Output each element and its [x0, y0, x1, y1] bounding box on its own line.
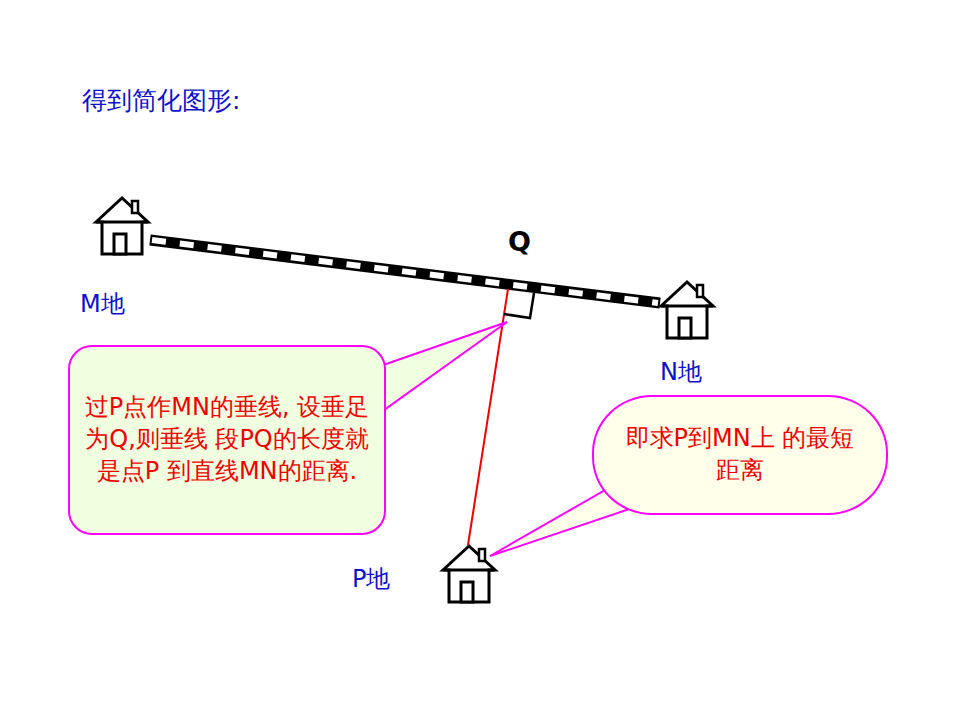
callout-box: 过P点作MN的垂线, 设垂足为Q,则垂线 段PQ的长度就是点P 到直线MN的距离… [68, 345, 386, 535]
title: 得到简化图形: [82, 84, 240, 117]
house-n [661, 282, 713, 338]
right-angle-mark [504, 293, 534, 318]
road [150, 240, 660, 303]
perpendicular-line [468, 289, 508, 545]
callout-text: 即求P到MN上 的最短距离 [625, 423, 855, 486]
house-m [96, 198, 148, 254]
callout-text: 过P点作MN的垂线, 设垂足为Q,则垂线 段PQ的长度就是点P 到直线MN的距离… [82, 392, 372, 487]
place-label: M地 [80, 288, 125, 320]
callout-bubble: 即求P到MN上 的最短距离 [592, 395, 888, 515]
road-dash [152, 240, 658, 303]
house-p [443, 546, 495, 602]
place-label: P地 [352, 563, 390, 595]
place-label: N地 [660, 356, 702, 388]
point-label: Q [508, 226, 531, 257]
